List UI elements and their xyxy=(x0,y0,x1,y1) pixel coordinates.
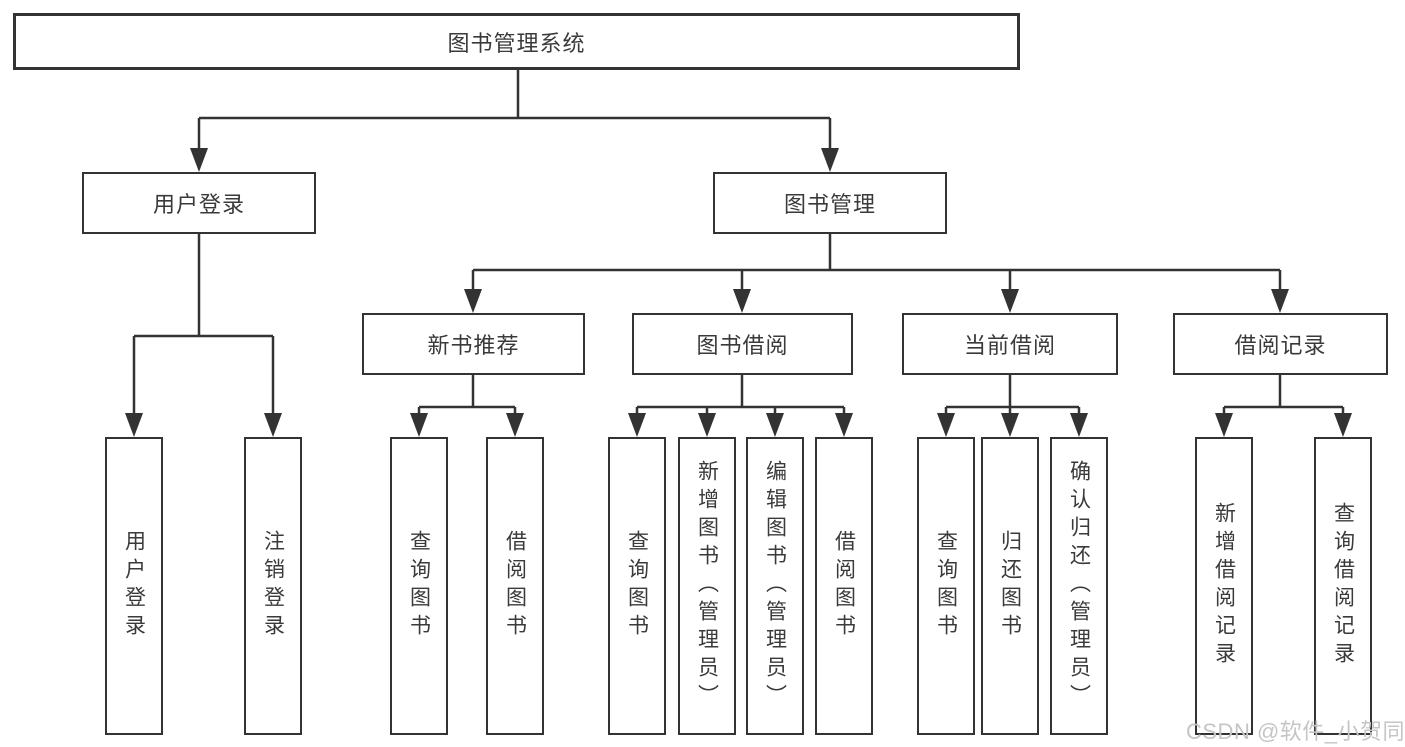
node-borrow-records-label: 借阅记录 xyxy=(1234,333,1327,358)
node-current-borrow-label: 当前借阅 xyxy=(963,333,1056,358)
leaf-cb-return-books-label: 归还图书 xyxy=(998,530,1022,642)
leaf-br-query-record-label: 查询借阅记录 xyxy=(1331,502,1355,670)
leaf-nb-borrow-books: 借阅图书 xyxy=(486,437,544,735)
leaf-logout-label: 注销登录 xyxy=(261,530,285,642)
leaf-bb-edit-books-admin-label: 编辑图书（管理员） xyxy=(763,460,787,712)
leaf-br-add-record-label: 新增借阅记录 xyxy=(1212,502,1236,670)
leaf-br-query-record: 查询借阅记录 xyxy=(1314,437,1372,735)
leaf-bb-query-books: 查询图书 xyxy=(608,437,666,735)
leaf-cb-query-books-label: 查询图书 xyxy=(934,530,958,642)
leaf-logout: 注销登录 xyxy=(244,437,302,735)
node-new-book-recommend-label: 新书推荐 xyxy=(427,333,520,358)
leaf-cb-return-books: 归还图书 xyxy=(981,437,1039,735)
node-root-label: 图书管理系统 xyxy=(447,30,586,56)
watermark: CSDN @软件_小贺同学 xyxy=(1186,719,1405,744)
leaf-cb-confirm-return-admin-label: 确认归还（管理员） xyxy=(1067,460,1091,712)
leaf-bb-borrow-books-label: 借阅图书 xyxy=(832,530,856,642)
leaf-nb-query-books: 查询图书 xyxy=(390,437,448,735)
node-book-borrow: 图书借阅 xyxy=(632,313,853,375)
leaf-bb-query-books-label: 查询图书 xyxy=(625,530,649,642)
node-user-login-label: 用户登录 xyxy=(152,192,245,217)
node-root: 图书管理系统 xyxy=(13,13,1020,70)
node-current-borrow: 当前借阅 xyxy=(902,313,1118,375)
leaf-user-login-label: 用户登录 xyxy=(122,530,146,642)
leaf-nb-query-books-label: 查询图书 xyxy=(407,530,431,642)
leaf-cb-query-books: 查询图书 xyxy=(917,437,975,735)
node-book-management-label: 图书管理 xyxy=(783,192,876,217)
node-borrow-records: 借阅记录 xyxy=(1173,313,1388,375)
leaf-bb-borrow-books: 借阅图书 xyxy=(815,437,873,735)
node-book-management: 图书管理 xyxy=(713,172,947,234)
leaf-bb-edit-books-admin: 编辑图书（管理员） xyxy=(746,437,804,735)
arrowheads xyxy=(125,148,1352,437)
leaf-br-add-record: 新增借阅记录 xyxy=(1195,437,1253,735)
leaf-nb-borrow-books-label: 借阅图书 xyxy=(503,530,527,642)
node-user-login: 用户登录 xyxy=(82,172,316,234)
leaf-cb-confirm-return-admin: 确认归还（管理员） xyxy=(1050,437,1108,735)
leaf-bb-add-books-admin-label: 新增图书（管理员） xyxy=(695,460,719,712)
leaf-bb-add-books-admin: 新增图书（管理员） xyxy=(678,437,736,735)
node-new-book-recommend: 新书推荐 xyxy=(362,313,585,375)
node-book-borrow-label: 图书借阅 xyxy=(696,333,789,358)
leaf-user-login: 用户登录 xyxy=(105,437,163,735)
